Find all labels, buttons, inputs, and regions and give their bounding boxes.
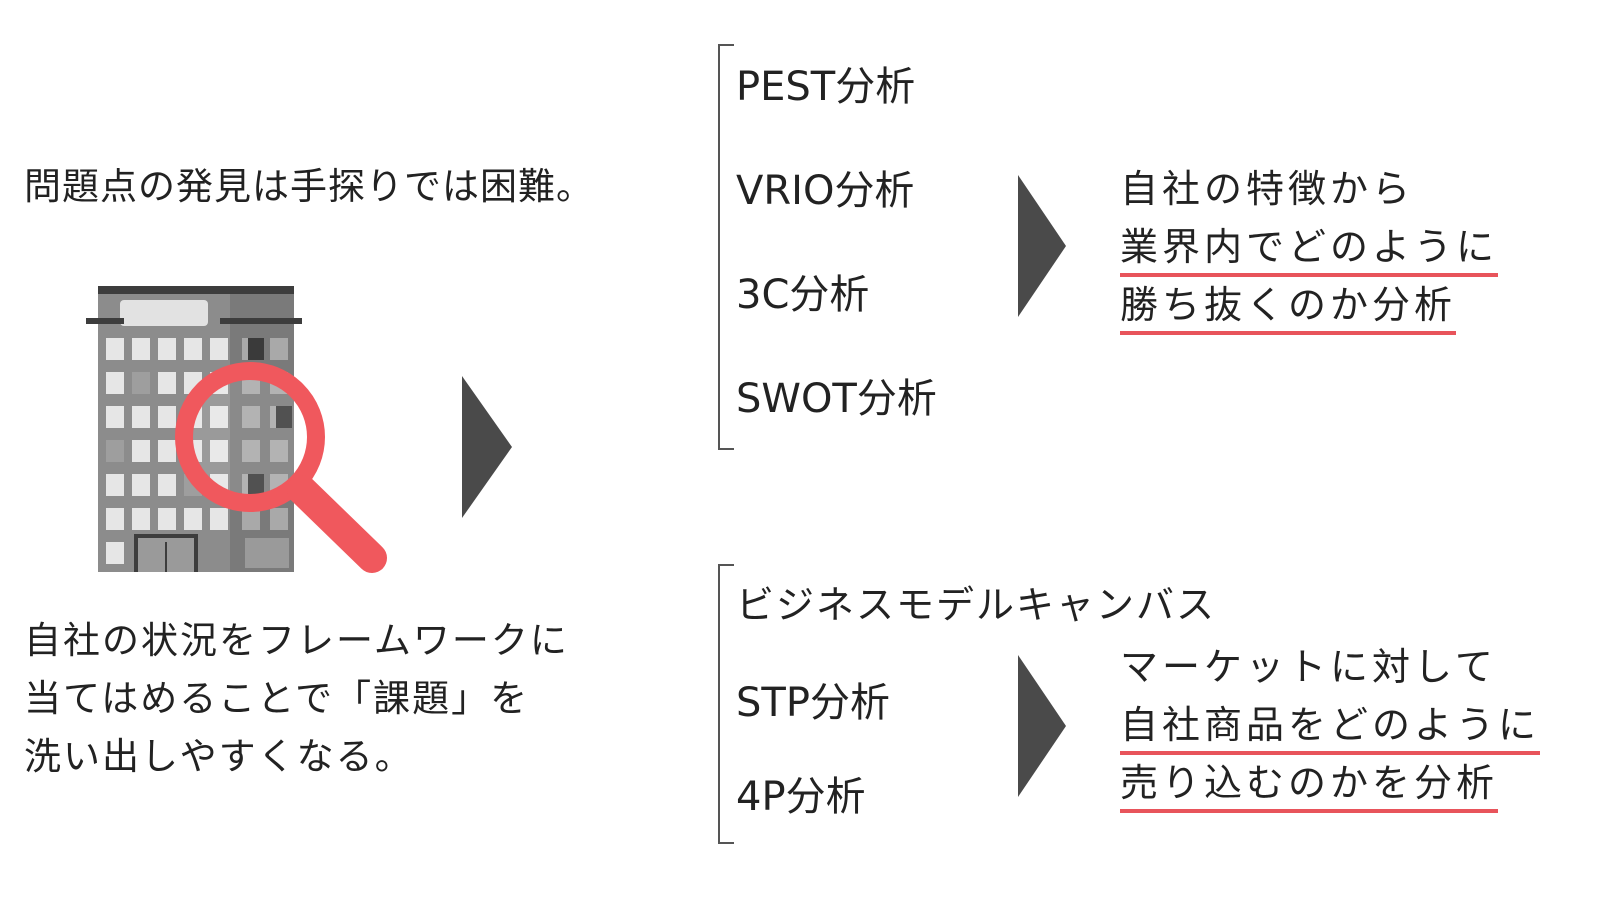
arrow-right-icon bbox=[1018, 175, 1066, 317]
result-text-1: 自社の特徴から 業界内でどのように 勝ち抜くのか分析 bbox=[1120, 158, 1580, 338]
bracket-group-2 bbox=[718, 564, 734, 844]
arrow-right-icon bbox=[462, 376, 512, 518]
arrow-right-icon bbox=[1018, 655, 1066, 797]
bracket-group-1 bbox=[718, 44, 734, 450]
framework-item: SWOT分析 bbox=[736, 376, 937, 422]
result-line-underlined: 勝ち抜くのか分析 bbox=[1120, 274, 1457, 335]
result-line: 自社の特徴から bbox=[1120, 167, 1415, 211]
left-heading: 問題点の発見は手探りでは困難。 bbox=[24, 165, 594, 208]
result-line-underlined: 売り込むのかを分析 bbox=[1120, 752, 1499, 813]
framework-item: STP分析 bbox=[736, 680, 890, 726]
result-line-underlined: 自社商品をどのように bbox=[1120, 694, 1541, 755]
framework-list-1: PEST分析 VRIO分析 3C分析 SWOT分析 bbox=[736, 54, 996, 434]
framework-list-2: ビジネスモデルキャンバス STP分析 4P分析 bbox=[736, 574, 1256, 824]
result-line-underlined: 業界内でどのように bbox=[1120, 216, 1499, 277]
building-icon bbox=[86, 286, 302, 572]
framework-item: PEST分析 bbox=[736, 64, 916, 110]
result-text-2: マーケットに対して 自社商品をどのように 売り込むのかを分析 bbox=[1120, 636, 1590, 816]
left-body-line-2: 当てはめることで「課題」を bbox=[24, 677, 530, 720]
left-body-line-3: 洗い出しやすくなる。 bbox=[24, 735, 414, 778]
left-body-line-1: 自社の状況をフレームワークに bbox=[24, 619, 569, 662]
framework-item: VRIO分析 bbox=[736, 168, 915, 214]
result-line: マーケットに対して bbox=[1120, 645, 1497, 689]
magnifier-icon bbox=[175, 362, 387, 573]
framework-item: 4P分析 bbox=[736, 774, 866, 820]
framework-item: ビジネスモデルキャンバス bbox=[736, 583, 1217, 627]
framework-item: 3C分析 bbox=[736, 272, 870, 318]
left-description: 自社の状況をフレームワークに 当てはめることで「課題」を 洗い出しやすくなる。 bbox=[24, 612, 569, 786]
building-magnifier-illustration bbox=[86, 286, 387, 573]
